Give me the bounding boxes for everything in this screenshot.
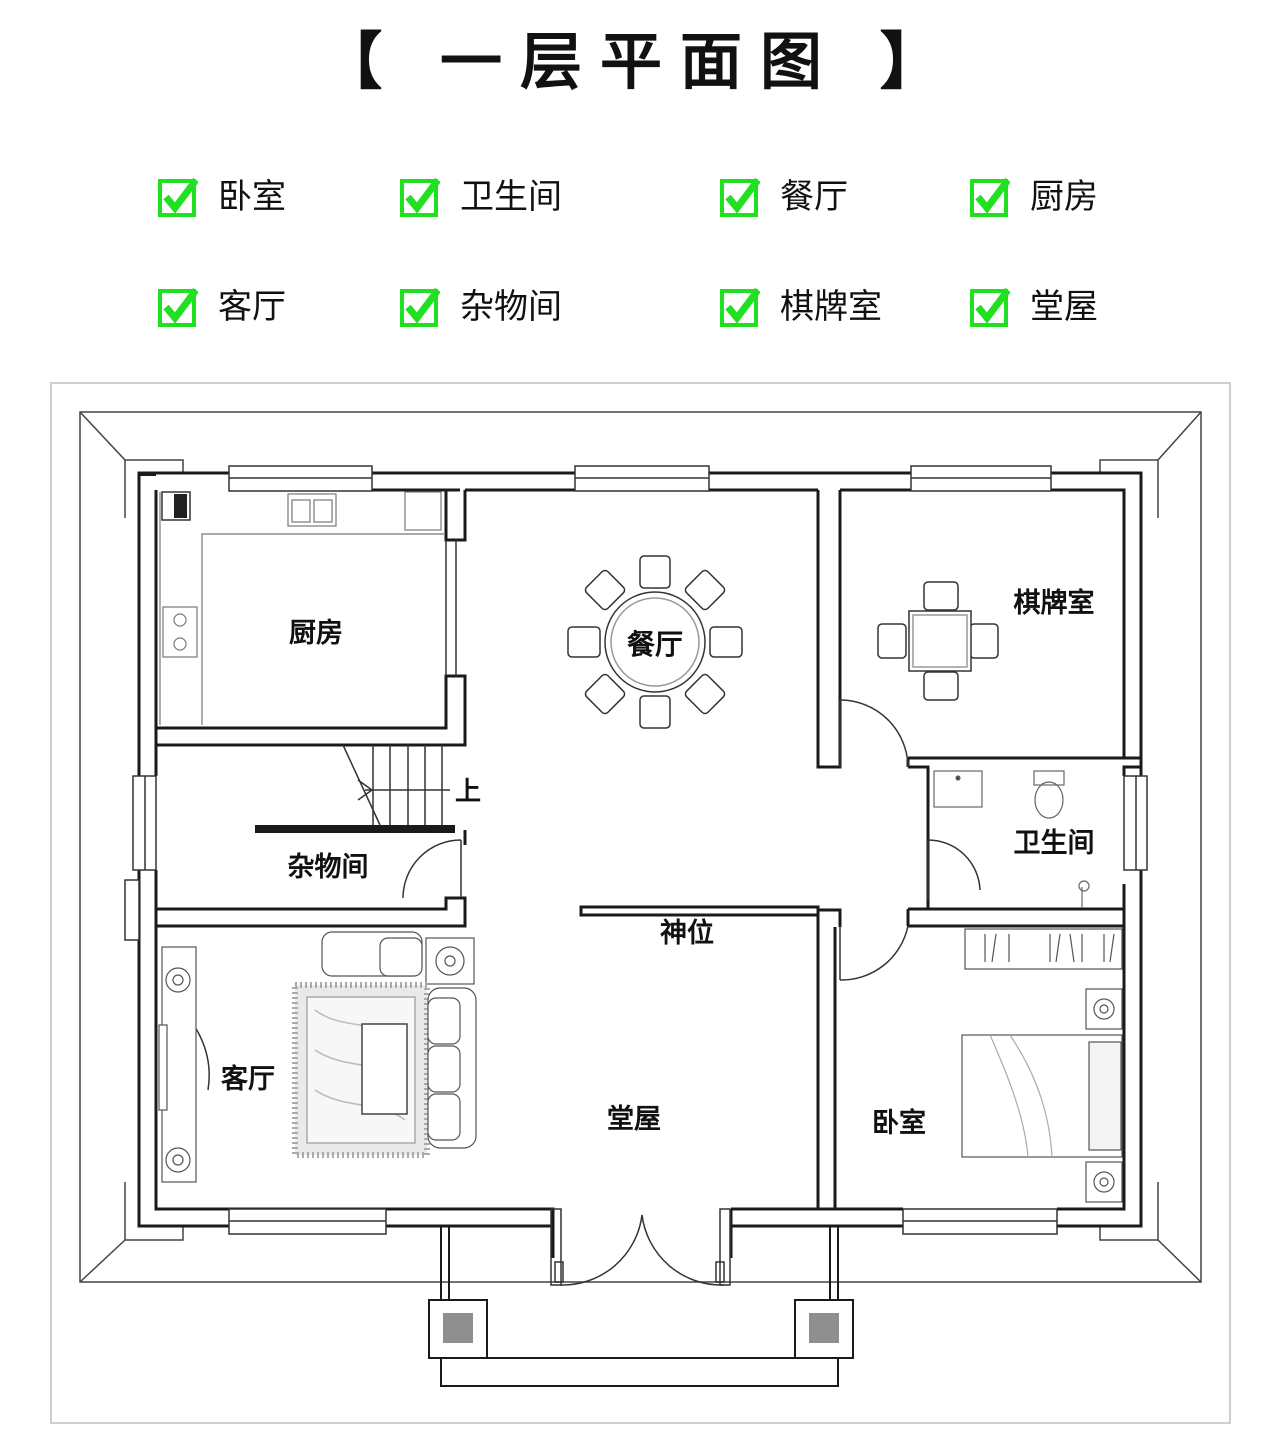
walls — [137, 471, 1143, 1258]
wall-fill — [139, 473, 455, 833]
feature-item: 厨房 — [970, 172, 1098, 222]
room-label-chess: 棋牌室 — [1014, 587, 1095, 619]
feature-label: 厨房 — [1030, 177, 1098, 217]
room-label-hall: 堂屋 — [607, 1104, 661, 1135]
checkbox-checked-icon — [158, 287, 198, 327]
pillar-left — [443, 1313, 473, 1343]
room-label-shrine: 神位 — [660, 917, 714, 949]
room-label-bath: 卫生间 — [1014, 828, 1095, 859]
feature-item: 棋牌室 — [720, 282, 882, 332]
feature-item: 堂屋 — [970, 282, 1098, 332]
feature-label: 餐厅 — [780, 177, 848, 217]
checkbox-checked-icon — [158, 177, 198, 217]
feature-item: 卫生间 — [400, 172, 562, 222]
feature-label: 堂屋 — [1030, 287, 1098, 327]
page-title: 【 一层平面图 】 — [320, 25, 960, 98]
checkbox-checked-icon — [400, 287, 440, 327]
room-label-dining: 餐厅 — [627, 628, 683, 661]
roof-outline — [79, 411, 1202, 1283]
porch — [428, 1226, 854, 1387]
dining-table — [567, 555, 743, 729]
feature-label: 卫生间 — [460, 177, 562, 217]
room-label-storage: 杂物间 — [288, 852, 369, 883]
windows — [124, 465, 1148, 1235]
stairs — [342, 744, 450, 826]
bed — [961, 988, 1123, 1203]
wardrobe — [964, 928, 1123, 970]
sofa — [427, 987, 477, 1149]
pillar-right — [809, 1313, 839, 1343]
feature-label: 卧室 — [218, 177, 286, 217]
checkbox-checked-icon — [970, 287, 1010, 327]
bath-fixtures — [933, 770, 1090, 908]
feature-label: 杂物间 — [460, 287, 562, 327]
checkbox-checked-icon — [720, 287, 760, 327]
plan-frame — [50, 382, 1231, 1424]
checkbox-checked-icon — [400, 177, 440, 217]
fridge-door — [174, 494, 187, 518]
room-label-living: 客厅 — [221, 1063, 275, 1095]
feature-item: 卧室 — [158, 172, 286, 222]
feature-item: 杂物间 — [400, 282, 562, 332]
kitchen-fixtures — [159, 491, 444, 725]
feature-label: 客厅 — [218, 287, 286, 327]
feature-item: 客厅 — [158, 282, 286, 332]
rug — [292, 982, 430, 1158]
room-label-bedroom: 卧室 — [872, 1107, 926, 1139]
room-label-kitchen: 厨房 — [289, 618, 343, 649]
feature-item: 餐厅 — [720, 172, 848, 222]
stair-up-label: 上 — [455, 777, 481, 807]
chess-table — [877, 581, 999, 701]
checkbox-checked-icon — [970, 177, 1010, 217]
checkbox-checked-icon — [720, 177, 760, 217]
living-furniture — [158, 931, 475, 1183]
feature-label: 棋牌室 — [780, 287, 882, 327]
